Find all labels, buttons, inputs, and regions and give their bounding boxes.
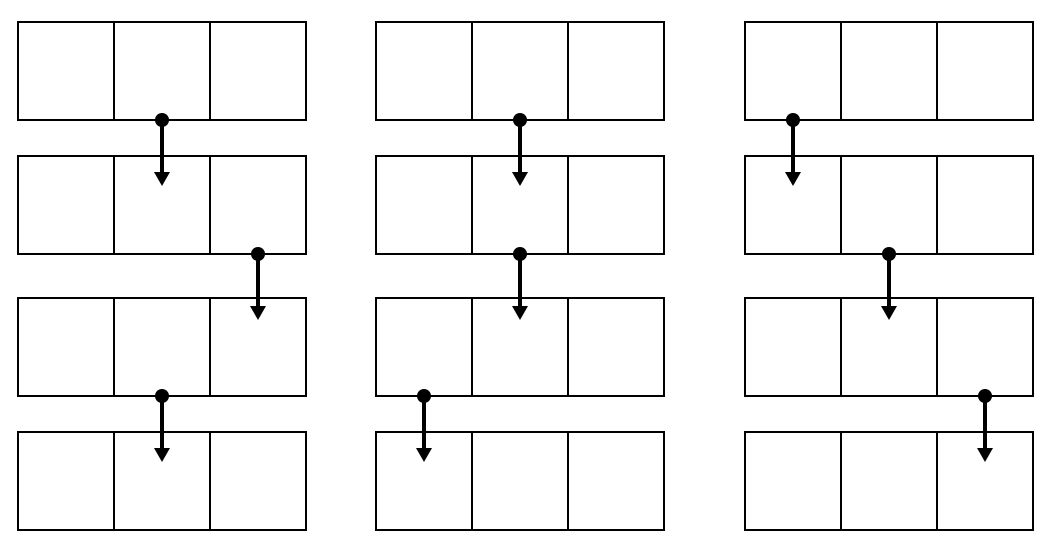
arrowhead (154, 448, 170, 462)
node-cell (375, 297, 473, 397)
node-row (375, 431, 665, 531)
pointer-arrow (250, 247, 266, 320)
pointer-dot (155, 389, 169, 403)
node-cell (936, 155, 1034, 255)
pointer-dot (786, 113, 800, 127)
pointer-arrow (977, 389, 993, 462)
node-cell (209, 431, 307, 531)
node-cell (936, 21, 1034, 121)
pointer-arrow (154, 113, 170, 186)
node-cell (840, 155, 938, 255)
pointer-arrow (881, 247, 897, 320)
node-cell (567, 155, 665, 255)
node-cell (744, 431, 842, 531)
pointer-arrow (512, 247, 528, 320)
node-cell (567, 297, 665, 397)
node-cell (113, 21, 211, 121)
column-2 (375, 21, 665, 531)
node-cell (567, 21, 665, 121)
node-cell (840, 431, 938, 531)
arrowhead (250, 306, 266, 320)
node-row (744, 155, 1034, 255)
node-cell (375, 21, 473, 121)
column-3 (744, 21, 1034, 531)
arrowhead (881, 306, 897, 320)
node-row (17, 431, 307, 531)
node-row (17, 21, 307, 121)
column-1 (17, 21, 307, 531)
pointer-arrow (154, 389, 170, 462)
node-cell (744, 21, 842, 121)
node-cell (471, 21, 569, 121)
pointer-dot (251, 247, 265, 261)
arrowhead (977, 448, 993, 462)
node-cell (209, 155, 307, 255)
node-cell (375, 155, 473, 255)
node-row (17, 297, 307, 397)
node-cell (209, 21, 307, 121)
pointer-dot (155, 113, 169, 127)
pointer-dot (513, 247, 527, 261)
node-row (375, 21, 665, 121)
node-cell (840, 21, 938, 121)
node-cell (17, 155, 115, 255)
pointer-arrow (512, 113, 528, 186)
node-cell (567, 431, 665, 531)
pointer-arrow (416, 389, 432, 462)
arrowhead (416, 448, 432, 462)
node-row (744, 21, 1034, 121)
arrowhead (785, 172, 801, 186)
node-cell (17, 297, 115, 397)
arrowhead (154, 172, 170, 186)
arrowhead (512, 306, 528, 320)
pointer-dot (513, 113, 527, 127)
node-cell (744, 297, 842, 397)
node-cell (936, 297, 1034, 397)
arrowhead (512, 172, 528, 186)
node-cell (471, 431, 569, 531)
node-cell (17, 431, 115, 531)
pointer-dot (882, 247, 896, 261)
node-row (744, 431, 1034, 531)
node-cell (113, 297, 211, 397)
pointer-dot (978, 389, 992, 403)
pointer-dot (417, 389, 431, 403)
pointer-arrow (785, 113, 801, 186)
node-cell (17, 21, 115, 121)
